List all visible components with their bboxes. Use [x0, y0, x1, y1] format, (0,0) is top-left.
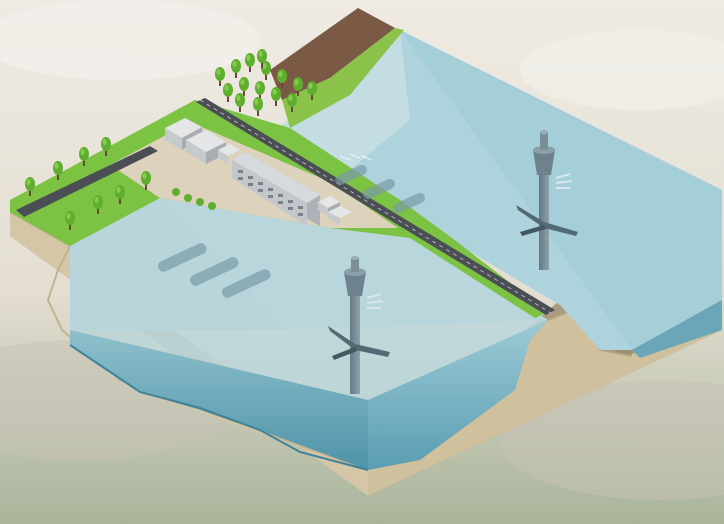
- water-flow-lines: [339, 153, 373, 161]
- tree-icon: [79, 147, 89, 166]
- tree-icon: [239, 77, 249, 96]
- dam-road: [196, 98, 555, 315]
- cloud: [520, 30, 724, 110]
- tree-icon: [253, 97, 263, 116]
- power-plant-building: [232, 152, 320, 226]
- upper-reservoir-back-wall: [278, 30, 410, 178]
- tree-icon: [261, 61, 271, 80]
- road-left: [16, 146, 158, 217]
- tree-icon: [115, 185, 125, 204]
- tree-icon: [141, 171, 151, 190]
- tree-icon: [235, 93, 245, 112]
- tree-icon: [257, 49, 267, 68]
- soil-ridge: [368, 300, 722, 496]
- tree-icon: [245, 53, 255, 72]
- bush-icon: [196, 198, 204, 206]
- lower-reservoir-bed: [69, 344, 369, 471]
- tree-icon: [255, 81, 265, 100]
- lower-reservoir-front-right: [368, 320, 548, 470]
- turbine-lower: [328, 256, 390, 394]
- upper-reservoir-front: [632, 300, 722, 358]
- turbine-upper: [516, 130, 578, 270]
- soil-left: [10, 212, 368, 496]
- hill-grass-edge: [282, 28, 404, 128]
- tree-icon: [293, 77, 303, 96]
- cloud: [0, 0, 260, 80]
- tree-icon: [277, 69, 287, 88]
- bush-icon: [184, 194, 192, 202]
- tree-icon: [271, 87, 281, 106]
- bush-icon: [172, 188, 180, 196]
- tree-icon: [93, 195, 103, 214]
- tree-icon: [65, 211, 75, 230]
- tree-icon: [231, 59, 241, 78]
- mist: [500, 380, 724, 500]
- tree-icon: [101, 137, 111, 156]
- tree-group: [25, 49, 317, 230]
- hill-top: [270, 8, 395, 100]
- penstocks-lower: [157, 243, 271, 298]
- penstocks-upper: [335, 164, 425, 214]
- tree-icon: [215, 67, 225, 86]
- small-building: [218, 144, 240, 164]
- lower-reservoir-front: [70, 330, 368, 470]
- tree-icon: [307, 81, 317, 100]
- tree-icon: [223, 83, 233, 102]
- upper-reservoir-depth: [400, 30, 722, 350]
- tree-icon: [53, 161, 63, 180]
- tree-icon: [25, 177, 35, 196]
- small-building: [328, 206, 352, 225]
- tree-icon: [287, 93, 297, 112]
- bush-icon: [208, 202, 216, 210]
- small-building: [186, 130, 226, 164]
